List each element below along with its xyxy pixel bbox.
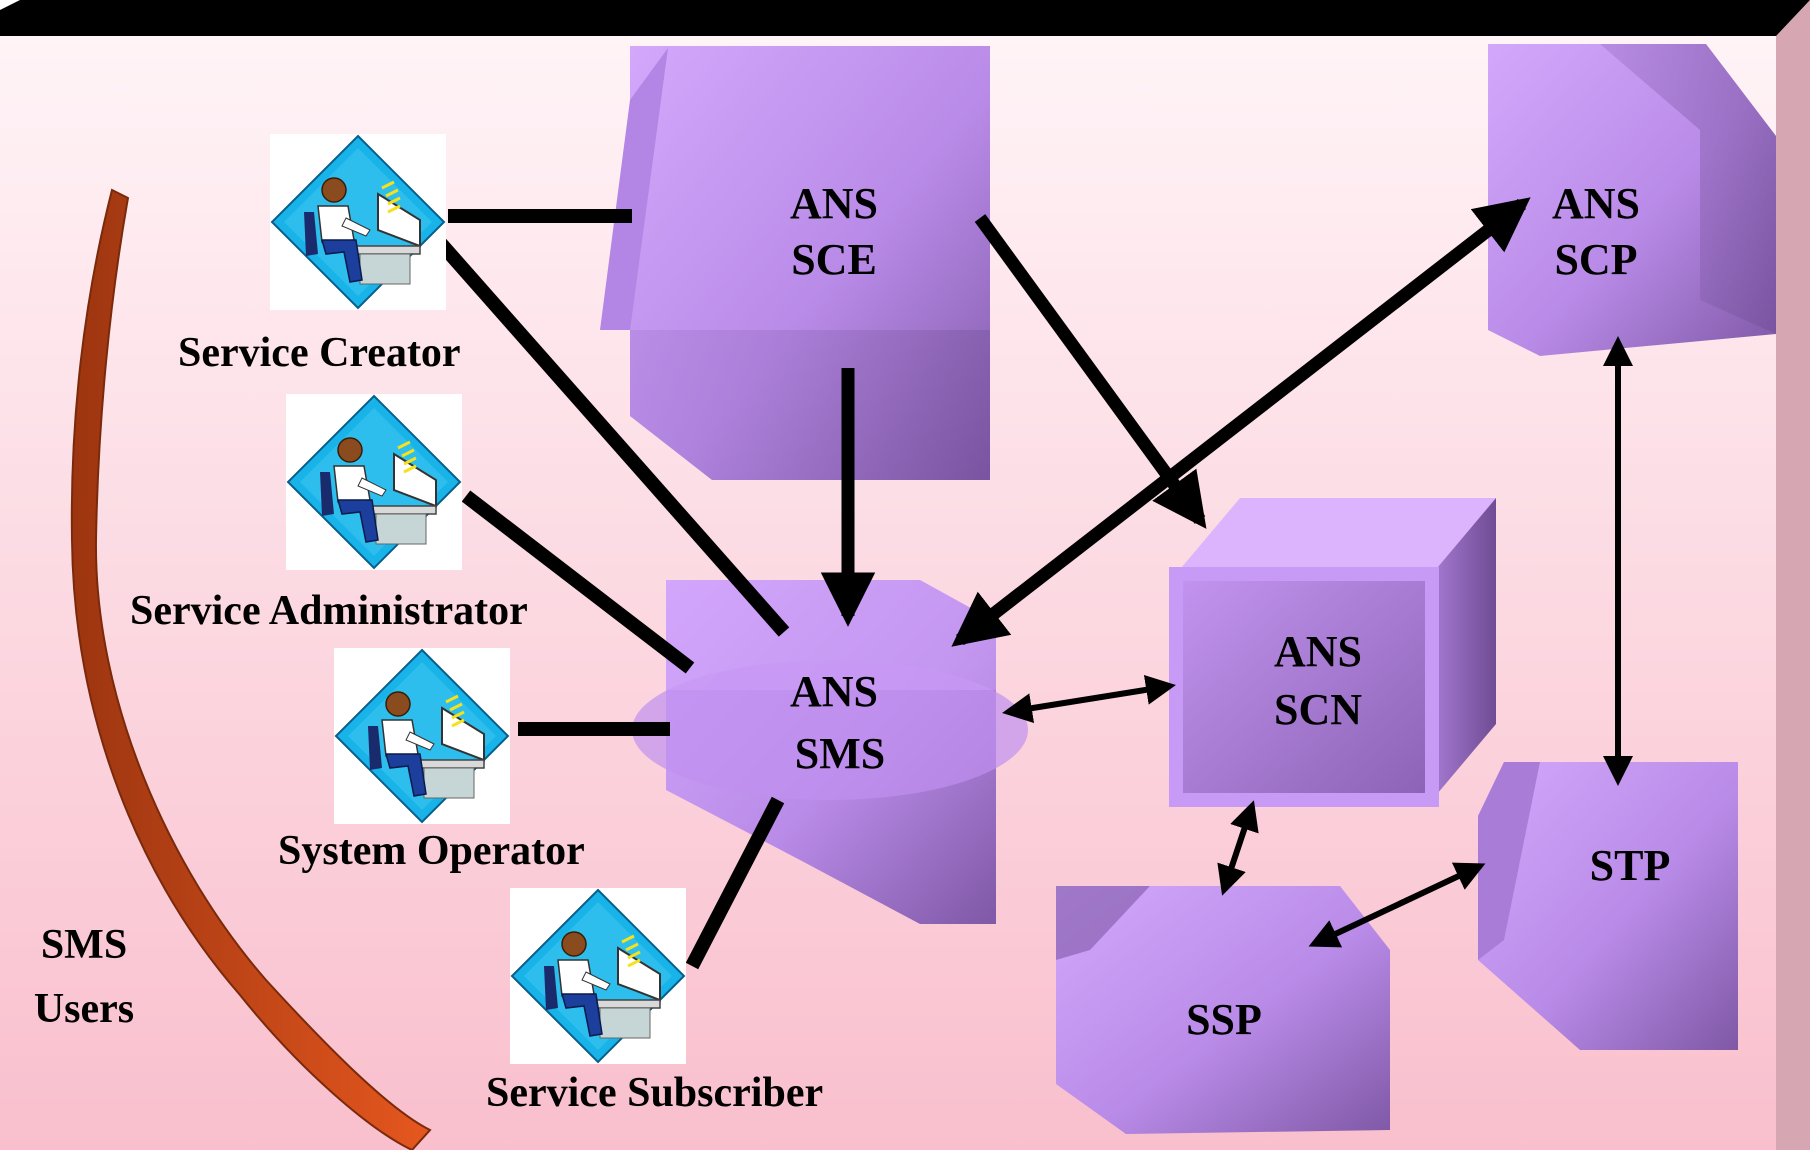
- panel-right-edge: [1776, 0, 1810, 1150]
- ssp-block: [1056, 886, 1390, 1134]
- connectors: [430, 209, 790, 970]
- panel-top-bar: [0, 0, 1810, 36]
- arrow-sms-scp: [951, 197, 1531, 647]
- line-admin-sms: [461, 490, 695, 674]
- label-sms-line2: SMS: [795, 729, 885, 778]
- user-icon-system-operator: [332, 646, 512, 826]
- label-service-subscriber: Service Subscriber: [486, 1070, 823, 1116]
- user-icon-service-subscriber: [508, 886, 688, 1066]
- label-service-creator: Service Creator: [178, 330, 461, 376]
- label-scn-line2: SCN: [1274, 685, 1362, 734]
- arrows: [820, 197, 1633, 948]
- label-system-operator: System Operator: [278, 828, 585, 874]
- line-subscriber-sms: [685, 796, 785, 970]
- label-scp-line2: SCP: [1554, 235, 1637, 284]
- ans-scp-block: [1488, 44, 1776, 356]
- label-service-administrator: Service Administrator: [130, 588, 528, 634]
- label-ssp: SSP: [1186, 995, 1262, 1044]
- label-scn-line1: ANS: [1274, 627, 1362, 676]
- label-scp-line1: ANS: [1552, 179, 1640, 228]
- stp-block: [1478, 762, 1738, 1050]
- user-icon-service-creator: [268, 132, 448, 312]
- line-creator-sms: [430, 233, 790, 637]
- label-stp: STP: [1590, 841, 1671, 890]
- arrow-ssp-stp: [1308, 862, 1486, 948]
- label-sms-users-line1: SMS: [41, 922, 127, 968]
- ans-sce-block: [600, 46, 990, 480]
- arrow-scn-ssp: [1217, 800, 1259, 896]
- sms-users-arc: [70, 188, 432, 1150]
- label-sms-line1: ANS: [790, 667, 878, 716]
- label-sms-users-line2: Users: [34, 986, 134, 1032]
- user-icon-service-administrator: [284, 392, 464, 572]
- label-sce-line1: ANS: [790, 179, 878, 228]
- label-sce-line2: SCE: [791, 235, 877, 284]
- arrow-sms-scn: [1002, 674, 1176, 724]
- ans-sms-block: [632, 580, 1028, 924]
